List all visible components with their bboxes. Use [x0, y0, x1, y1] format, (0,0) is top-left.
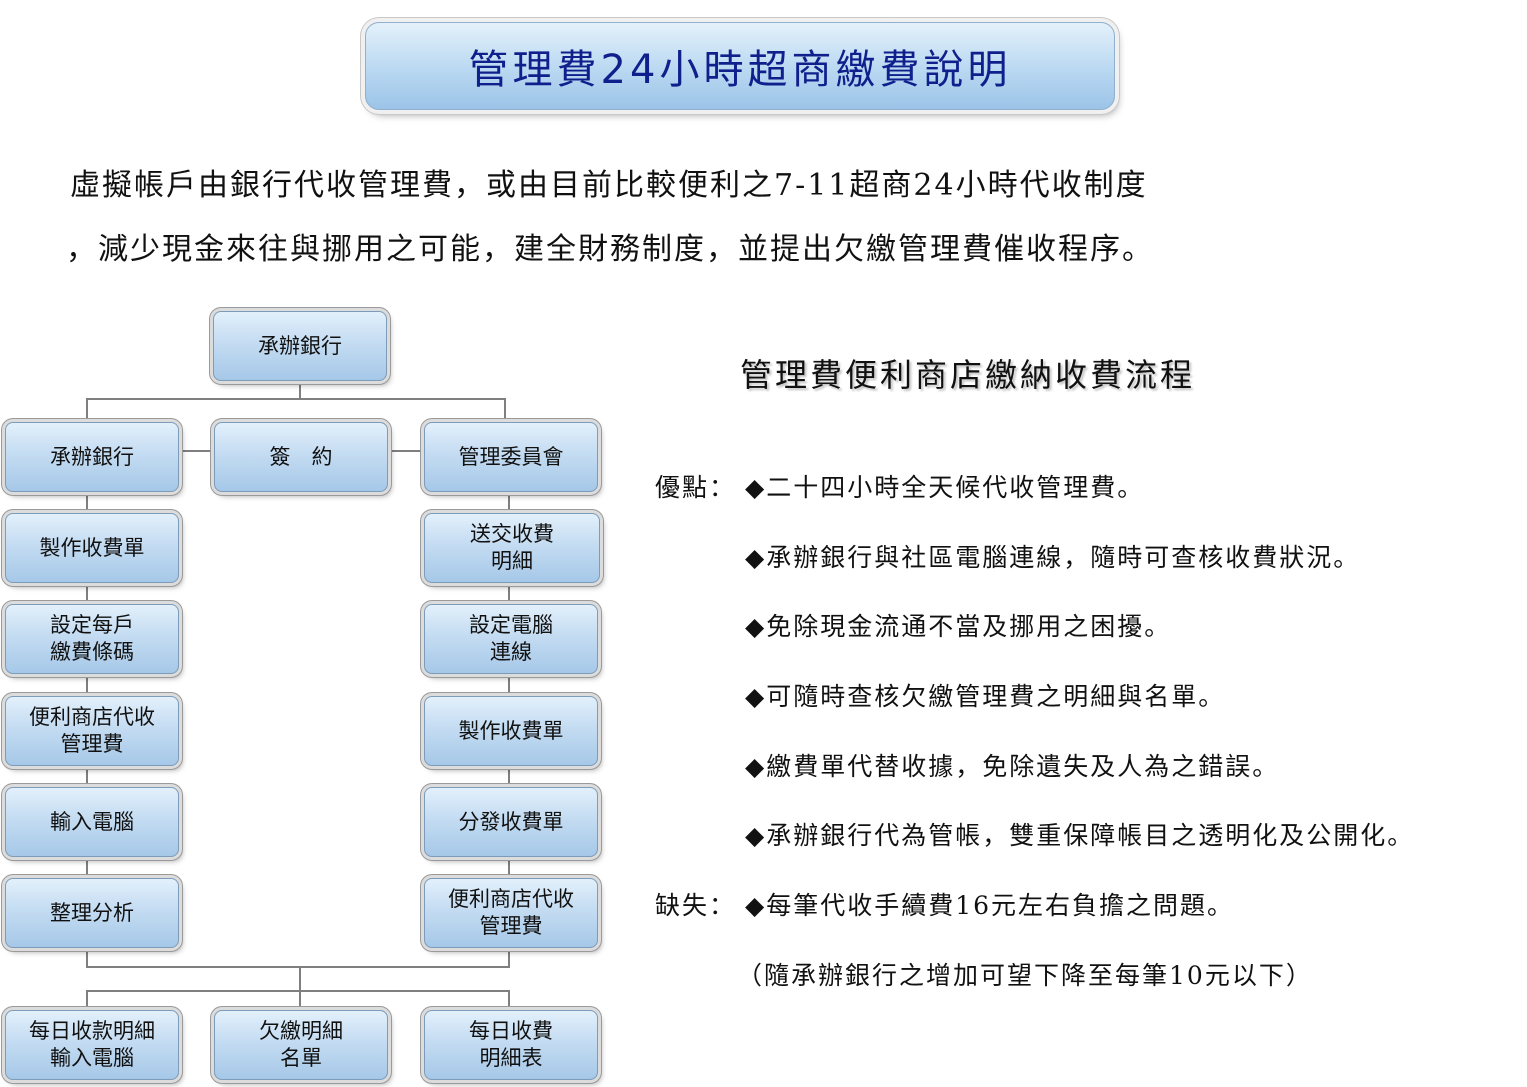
node-bottom-3: 每日收費 明細表 [424, 1010, 598, 1080]
node-right-2: 設定電腦 連線 [424, 604, 598, 674]
title-banner: 管理費24小時超商繳費說明 [365, 22, 1115, 110]
node-bottom-2: 欠繳明細 名單 [214, 1010, 388, 1080]
node-bank-top: 承辦銀行 [213, 311, 387, 381]
node-right-5: 便利商店代收 管理費 [424, 878, 598, 948]
node-left-1: 製作收費單 [5, 513, 179, 583]
advantage-item: ◆可隨時查核欠繳管理費之明細與名單。 [745, 682, 1226, 711]
advantages-label: 優點： [655, 473, 737, 502]
node-right-1: 送交收費 明細 [424, 513, 600, 583]
advantage-item: ◆承辦銀行與社區電腦連線，隨時可查核收費狀況。 [745, 543, 1361, 572]
disadvantage-note: （隨承辦銀行之增加可望下降至每筆10元以下） [737, 961, 1313, 990]
intro-line-1: 虛擬帳戶由銀行代收管理費，或由目前比較便利之7-11超商24小時代收制度 [70, 168, 1148, 203]
disadvantage-item: ◆每筆代收手續費16元左右負擔之問題。 [745, 891, 1235, 920]
node-bank-left: 承辦銀行 [5, 422, 179, 492]
node-left-5: 整理分析 [5, 878, 179, 948]
advantage-item: ◆繳費單代替收據，免除遺失及人為之錯誤。 [745, 752, 1280, 781]
advantage-item: ◆二十四小時全天候代收管理費。 [745, 473, 1145, 502]
node-left-4: 輸入電腦 [5, 787, 179, 857]
advantage-item: ◆承辦銀行代為管帳，雙重保障帳目之透明化及公開化。 [745, 821, 1415, 850]
node-left-3: 便利商店代收 管理費 [5, 696, 179, 766]
node-committee: 管理委員會 [424, 422, 598, 492]
node-contract: 簽 約 [214, 422, 388, 492]
node-bottom-1: 每日收款明細 輸入電腦 [5, 1010, 179, 1080]
disadvantages-label: 缺失： [655, 891, 737, 920]
node-right-3: 製作收費單 [424, 696, 598, 766]
process-title: 管理費便利商店繳納收費流程 [740, 356, 1196, 394]
intro-line-2: ，減少現金來往與挪用之可能，建全財務制度，並提出欠繳管理費催收程序。 [66, 232, 1154, 267]
advantage-item: ◆免除現金流通不當及挪用之困擾。 [745, 612, 1172, 641]
node-right-4: 分發收費單 [424, 787, 598, 857]
node-left-2: 設定每戶 繳費條碼 [5, 604, 179, 674]
page-title: 管理費24小時超商繳費說明 [468, 47, 1012, 93]
